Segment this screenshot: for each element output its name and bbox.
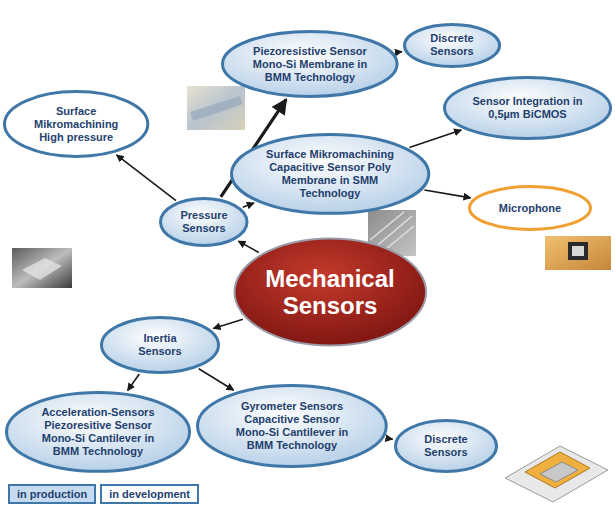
text-holder: Discrete Sensors [414, 433, 478, 459]
arrow-connector [386, 437, 393, 439]
text-holder: Pressure Sensors [176, 209, 232, 235]
topic-ellipse: Sensor Integration in 0,5µm BiCMOS [443, 76, 612, 140]
text-holder: Inertia Sensors [125, 332, 195, 358]
node-label: Mechanical Sensors [265, 265, 395, 319]
topic-ellipse: Discrete Sensors [394, 419, 498, 473]
legend-item: in development [100, 484, 199, 504]
arrow-connector [243, 203, 254, 207]
topic-ellipse: Piezoresistive Sensor Mono-Si Membrane i… [221, 30, 399, 98]
chip-illustration [505, 446, 608, 502]
node-label: Surface Mikromachining High pressure [28, 105, 124, 144]
node-label: Discrete Sensors [414, 433, 478, 459]
text-holder: Surface Mikromachining Capacitive Sensor… [263, 148, 397, 200]
topic-ellipse: Inertia Sensors [100, 316, 220, 374]
node-label: Surface Mikromachining Capacitive Sensor… [263, 148, 397, 200]
legend-item: in production [8, 484, 96, 504]
text-holder: Piezoresistive Sensor Mono-Si Membrane i… [251, 45, 369, 84]
text-holder: Discrete Sensors [421, 32, 483, 58]
text-holder: Acceleration-Sensors Piezoresitive Senso… [36, 406, 160, 458]
topic-ellipse: Surface Mikromachining High pressure [3, 90, 149, 158]
node-label: Sensor Integration in 0,5µm BiCMOS [471, 95, 583, 121]
main-ellipse: Mechanical Sensors [233, 237, 428, 347]
node-label: Gyrometer Sensors Capacitive Sensor Mono… [228, 400, 356, 452]
topic-ellipse: Acceleration-Sensors Piezoresitive Senso… [5, 391, 191, 473]
topic-ellipse: Surface Mikromachining Capacitive Sensor… [230, 133, 430, 215]
text-holder: Mechanical Sensors [265, 265, 395, 319]
arrow-connector [199, 369, 234, 390]
legend-label: in production [17, 488, 87, 500]
topic-ellipse: Microphone [468, 185, 592, 231]
arrow-connector [409, 130, 461, 147]
topic-ellipse: Pressure Sensors [159, 197, 249, 247]
sem-photo [12, 248, 72, 288]
legend-label: in development [109, 488, 190, 500]
arrow-connector [213, 319, 243, 328]
topic-ellipse: Gyrometer Sensors Capacitive Sensor Mono… [196, 384, 388, 468]
node-label: Microphone [499, 202, 561, 215]
node-label: Pressure Sensors [176, 209, 232, 235]
topic-ellipse: Discrete Sensors [403, 23, 501, 68]
microphone-photo [545, 236, 611, 270]
arrow-connector [396, 51, 402, 53]
arrow-connector [128, 374, 140, 391]
text-holder: Gyrometer Sensors Capacitive Sensor Mono… [228, 400, 356, 452]
arrow-connector [238, 241, 258, 252]
text-holder: Surface Mikromachining High pressure [28, 105, 124, 144]
arrow-connector [424, 190, 470, 198]
text-holder: Sensor Integration in 0,5µm BiCMOS [471, 95, 583, 121]
node-label: Inertia Sensors [125, 332, 195, 358]
text-holder: Microphone [490, 202, 570, 215]
node-label: Acceleration-Sensors Piezoresitive Senso… [36, 406, 160, 458]
node-label: Piezoresistive Sensor Mono-Si Membrane i… [251, 45, 369, 84]
arrow-connector [117, 155, 177, 201]
membrane-photo [187, 86, 245, 130]
node-label: Discrete Sensors [421, 32, 483, 58]
